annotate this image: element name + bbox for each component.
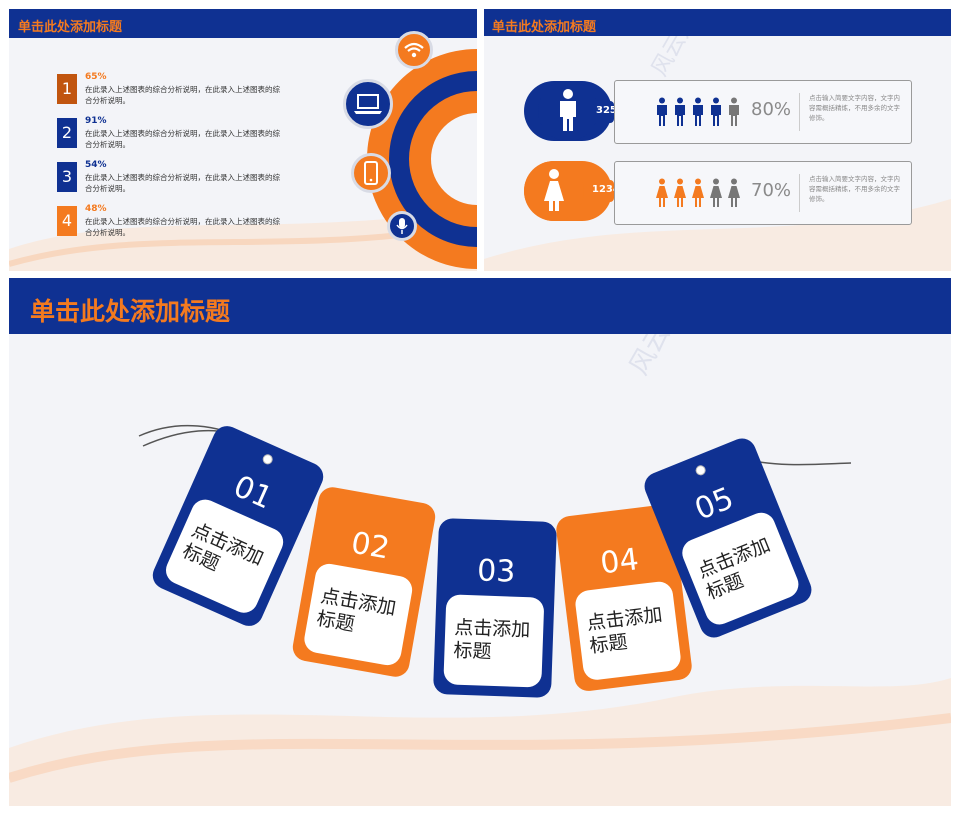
tag-card[interactable]: 03 点击添加标题 <box>432 517 558 699</box>
list-item: 2 91% 在此录入上述图表的综合分析说明，在此录入上述图表的综合分析说明。 <box>57 116 297 158</box>
tag-hole <box>694 463 708 477</box>
item-percent: 65% <box>85 72 107 82</box>
tag-body: 点击添加标题 <box>302 561 415 668</box>
tag-number: 04 <box>598 542 641 582</box>
female-person-icon <box>674 178 686 207</box>
female-person-icon <box>656 178 668 207</box>
item-description: 在此录入上述图表的综合分析说明，在此录入上述图表的综合分析说明。 <box>85 173 280 193</box>
phone-icon <box>351 153 391 193</box>
item-number: 1 <box>57 74 77 104</box>
item-description: 在此录入上述图表的综合分析说明，在此录入上述图表的综合分析说明。 <box>85 217 280 237</box>
divider <box>799 93 800 131</box>
slide-title[interactable]: 单击此处添加标题 <box>18 20 123 35</box>
list-item: 4 48% 在此录入上述图表的综合分析说明，在此录入上述图表的综合分析说明。 <box>57 204 297 246</box>
slide-1: 单击此处添加标题 1 65% 在此录入上述图表的综合分析说明，在此录入上述图表的… <box>9 9 477 271</box>
male-person-icon <box>729 97 739 126</box>
divider <box>799 174 800 212</box>
tag-label: 点击添加标题 <box>694 533 774 604</box>
female-circle <box>524 161 584 221</box>
male-count-bg <box>584 101 614 123</box>
item-number: 2 <box>57 118 77 148</box>
slide-title[interactable]: 单击此处添加标题 <box>492 20 597 35</box>
male-person-icon <box>711 97 721 126</box>
tag-number: 03 <box>476 553 516 590</box>
male-count: 32500 <box>596 105 631 116</box>
male-icon <box>560 89 576 131</box>
tag-label: 点击添加标题 <box>585 603 664 658</box>
stat-description: 点击输入简要文字内容，文字内容需概括精炼，不用多余的文字修饰。 <box>809 175 900 203</box>
stat-box: 70% 点击输入简要文字内容，文字内容需概括精炼，不用多余的文字修饰。 <box>614 161 912 225</box>
stat-box: 80% 点击输入简要文字内容，文字内容需概括精炼，不用多余的文字修饰。 <box>614 80 912 144</box>
tag-hole <box>261 452 275 466</box>
tag-body: 点击添加标题 <box>443 594 545 688</box>
tag-body: 点击添加标题 <box>573 580 683 682</box>
item-number: 4 <box>57 206 77 236</box>
header-bar <box>484 9 951 36</box>
female-icon <box>544 169 564 211</box>
list-item: 1 65% 在此录入上述图表的综合分析说明，在此录入上述图表的综合分析说明。 <box>57 72 297 114</box>
stat-percent: 70% <box>751 180 792 201</box>
female-count: 12340 <box>592 184 627 195</box>
tag-label: 点击添加标题 <box>453 616 531 663</box>
female-person-icon <box>692 178 704 207</box>
background-swoosh <box>9 678 951 806</box>
male-person-icon <box>693 97 703 126</box>
wifi-icon <box>395 31 433 69</box>
slide-2: 风云办公 单击此处添加标题 32500 80% 点击输入简要文字内容，文字内容需… <box>484 9 951 271</box>
female-count-bg <box>584 180 614 202</box>
item-description: 在此录入上述图表的综合分析说明，在此录入上述图表的综合分析说明。 <box>85 85 280 105</box>
female-person-icon <box>710 178 722 207</box>
item-description: 在此录入上述图表的综合分析说明，在此录入上述图表的综合分析说明。 <box>85 129 280 149</box>
item-percent: 54% <box>85 160 107 170</box>
people-icon-row <box>655 178 745 208</box>
tag-label: 点击添加标题 <box>315 584 398 636</box>
stat-description: 点击输入简要文字内容，文字内容需概括精炼，不用多余的文字修饰。 <box>809 94 900 122</box>
item-number: 3 <box>57 162 77 192</box>
male-person-icon <box>657 97 667 126</box>
header-bar <box>9 278 951 334</box>
laptop-icon <box>343 79 393 129</box>
people-icon-row <box>655 97 745 127</box>
stat-percent: 80% <box>751 99 792 120</box>
female-person-icon <box>728 178 740 207</box>
list-item: 3 54% 在此录入上述图表的综合分析说明，在此录入上述图表的综合分析说明。 <box>57 160 297 202</box>
item-percent: 48% <box>85 204 107 214</box>
item-percent: 91% <box>85 116 107 126</box>
background-swoosh <box>484 199 951 271</box>
slide-title[interactable]: 单击此处添加标题 <box>30 297 231 326</box>
header-bar <box>9 9 477 38</box>
slide-3: 风云办公 单击此处添加标题 01 点击添加标题 02 点击添加标题 03 点击添… <box>9 278 951 806</box>
microphone-icon <box>387 211 417 241</box>
tag-label: 点击添加标题 <box>179 518 267 576</box>
male-person-icon <box>675 97 685 126</box>
